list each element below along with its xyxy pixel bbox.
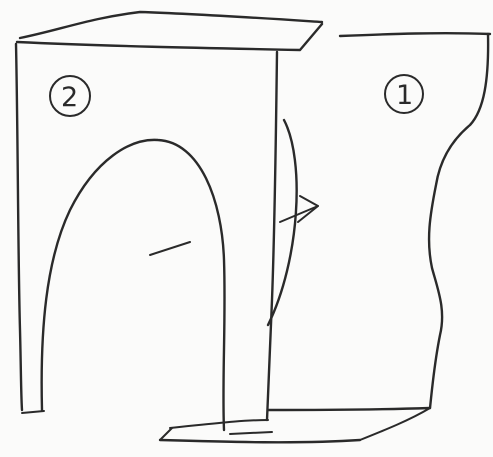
bottom-flap-left xyxy=(160,428,172,440)
bottom-flap-outline xyxy=(160,440,360,442)
panel-2-right-edge xyxy=(267,52,277,420)
panel-2-arch xyxy=(42,140,225,430)
panel-2: 2 xyxy=(16,12,322,430)
panel-2-inner-stroke xyxy=(150,242,190,255)
panel-1-base-tail xyxy=(360,408,430,440)
bottom-flap xyxy=(160,420,360,442)
panel-2-left-foot xyxy=(22,411,44,413)
bottom-flap-stroke xyxy=(230,432,272,434)
panel-2-number: 2 xyxy=(61,82,78,113)
panel-1: 1 xyxy=(268,33,490,440)
panel-2-top-edge xyxy=(20,12,322,38)
fold-arrow-head xyxy=(298,196,318,222)
panel-1-bottom-edge xyxy=(268,408,430,410)
bottom-flap-top xyxy=(170,420,268,428)
panel-1-number: 1 xyxy=(396,80,413,111)
panel-2-left-edge xyxy=(16,44,22,410)
panel-1-top-edge xyxy=(340,33,490,36)
panel-1-right-edge xyxy=(429,34,488,408)
fold-arrow-shaft xyxy=(280,206,318,222)
